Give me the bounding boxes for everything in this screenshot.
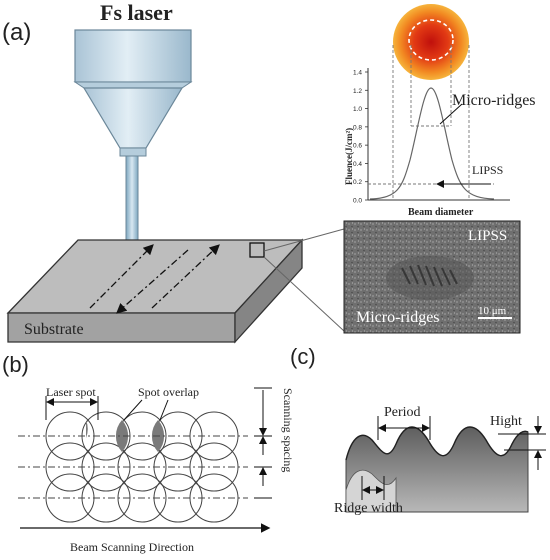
y-tick-label: 0.0 bbox=[353, 198, 362, 205]
y-tick-label: 0.6 bbox=[353, 143, 362, 150]
wave-surface bbox=[345, 426, 529, 513]
overlap-lens bbox=[115, 420, 129, 452]
laser-head bbox=[73, 29, 193, 157]
gaussian-curve bbox=[369, 87, 495, 200]
zoom-box bbox=[249, 242, 265, 258]
scan-lines bbox=[89, 244, 220, 314]
substrate bbox=[6, 238, 304, 344]
panel-a-label: (a) bbox=[2, 19, 31, 46]
annotation-lipss: LIPSS bbox=[472, 163, 503, 177]
sem-label-lipss: LIPSS bbox=[468, 228, 507, 244]
height-label: Hight bbox=[490, 414, 522, 429]
sem-scale-bar: 10 μm bbox=[478, 305, 507, 317]
fluence-chart: 0.00.20.40.60.81.01.21.4 Fluence(J/cm²) … bbox=[344, 4, 536, 218]
y-tick-label: 1.0 bbox=[353, 106, 362, 113]
substrate-label: Substrate bbox=[24, 321, 84, 338]
chart-ylabel: Fluence(J/cm²) bbox=[344, 128, 354, 185]
y-tick-label: 0.2 bbox=[353, 179, 362, 186]
laser-spot-image bbox=[393, 4, 469, 80]
annotation-micro-ridges: Micro-ridges bbox=[452, 92, 536, 109]
beam-direction-label: Beam Scanning Direction bbox=[70, 540, 194, 554]
scanning-spacing-label: Scanning spacing bbox=[281, 388, 295, 472]
y-tick-label: 0.4 bbox=[353, 161, 362, 168]
overlap-lens bbox=[86, 420, 88, 438]
period-label: Period bbox=[384, 405, 421, 420]
y-tick-label: 1.2 bbox=[353, 88, 362, 95]
sem-label-micro-ridges: Micro-ridges bbox=[356, 309, 440, 326]
ridge-width-label: Ridge width bbox=[334, 501, 403, 516]
panel-b-label: (b) bbox=[2, 352, 29, 377]
y-tick-label: 1.4 bbox=[353, 70, 362, 77]
y-tick-label: 0.8 bbox=[353, 124, 362, 131]
spot-overlap-label: Spot overlap bbox=[138, 385, 199, 399]
laser-label: Fs laser bbox=[100, 0, 173, 25]
chart-xlabel: Beam diameter bbox=[408, 207, 474, 218]
sem-image: LIPSS Micro-ridges 10 μm bbox=[343, 220, 521, 334]
laser-spot-label: Laser spot bbox=[46, 385, 96, 399]
panel-c-label: (c) bbox=[290, 344, 316, 369]
